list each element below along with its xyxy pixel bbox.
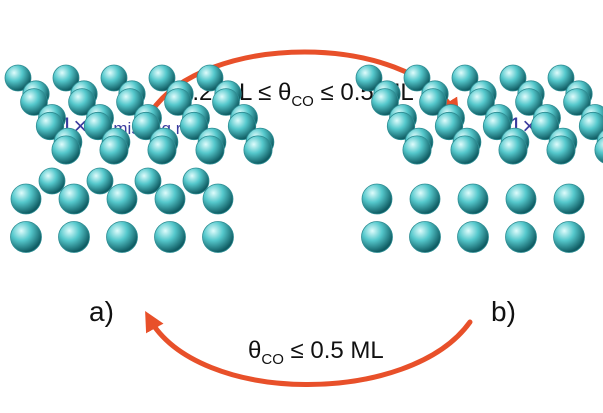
atom bbox=[505, 221, 537, 253]
atom bbox=[227, 111, 257, 141]
atom bbox=[99, 135, 129, 165]
panel-label-b: b) bbox=[491, 296, 516, 327]
atom bbox=[505, 183, 537, 215]
bottom-condition-left: θ bbox=[248, 337, 261, 364]
atom bbox=[4, 64, 32, 92]
atom bbox=[154, 221, 186, 253]
atom bbox=[546, 135, 576, 165]
atom bbox=[164, 88, 192, 116]
atom bbox=[409, 183, 441, 215]
atom bbox=[419, 88, 447, 116]
atom bbox=[386, 111, 416, 141]
atom bbox=[498, 135, 528, 165]
atom bbox=[371, 88, 399, 116]
atom bbox=[179, 111, 209, 141]
left-surface-atoms bbox=[4, 64, 275, 253]
bottom-condition-right: ≤ 0.5 ML bbox=[284, 337, 384, 364]
atom bbox=[147, 135, 177, 165]
atom bbox=[499, 64, 527, 92]
bottom-condition-label: θCO ≤ 0.5 ML bbox=[248, 337, 384, 368]
atom bbox=[10, 183, 42, 215]
atom bbox=[402, 135, 432, 165]
atom bbox=[83, 111, 113, 141]
atom bbox=[202, 183, 234, 215]
atom bbox=[154, 183, 186, 215]
atom bbox=[212, 88, 240, 116]
atom bbox=[355, 64, 383, 92]
atom bbox=[38, 167, 66, 195]
panel-label-a: a) bbox=[89, 296, 114, 327]
atom bbox=[467, 88, 495, 116]
atom bbox=[361, 183, 393, 215]
atom bbox=[106, 221, 138, 253]
top-condition-subscript: CO bbox=[291, 93, 314, 110]
right-surface-atoms bbox=[355, 64, 603, 253]
atom bbox=[530, 111, 560, 141]
atom bbox=[243, 135, 273, 165]
atom bbox=[148, 64, 176, 92]
atom bbox=[409, 221, 441, 253]
atom bbox=[134, 167, 162, 195]
atom bbox=[553, 221, 585, 253]
atom bbox=[547, 64, 575, 92]
atom bbox=[195, 135, 225, 165]
atom bbox=[52, 64, 80, 92]
atom bbox=[68, 88, 96, 116]
atom bbox=[106, 183, 138, 215]
atom bbox=[131, 111, 161, 141]
atom bbox=[202, 221, 234, 253]
atom bbox=[457, 183, 489, 215]
atom bbox=[196, 64, 224, 92]
atom bbox=[457, 221, 489, 253]
atom bbox=[563, 88, 591, 116]
atom bbox=[361, 221, 393, 253]
atom bbox=[451, 64, 479, 92]
atom bbox=[182, 167, 210, 195]
atom bbox=[20, 88, 48, 116]
atom bbox=[434, 111, 464, 141]
atom bbox=[116, 88, 144, 116]
atom bbox=[482, 111, 512, 141]
atom bbox=[86, 167, 114, 195]
atom bbox=[450, 135, 480, 165]
bottom-condition-subscript: CO bbox=[261, 351, 284, 368]
atom bbox=[100, 64, 128, 92]
atom bbox=[58, 221, 90, 253]
atom bbox=[594, 136, 603, 164]
atom bbox=[58, 183, 90, 215]
atom bbox=[51, 135, 81, 165]
bottom-transition-arrow bbox=[145, 311, 473, 387]
atom bbox=[403, 64, 431, 92]
atom bbox=[578, 111, 603, 141]
atom bbox=[35, 111, 65, 141]
atom bbox=[10, 221, 42, 253]
atom bbox=[515, 88, 543, 116]
atom bbox=[553, 183, 585, 215]
